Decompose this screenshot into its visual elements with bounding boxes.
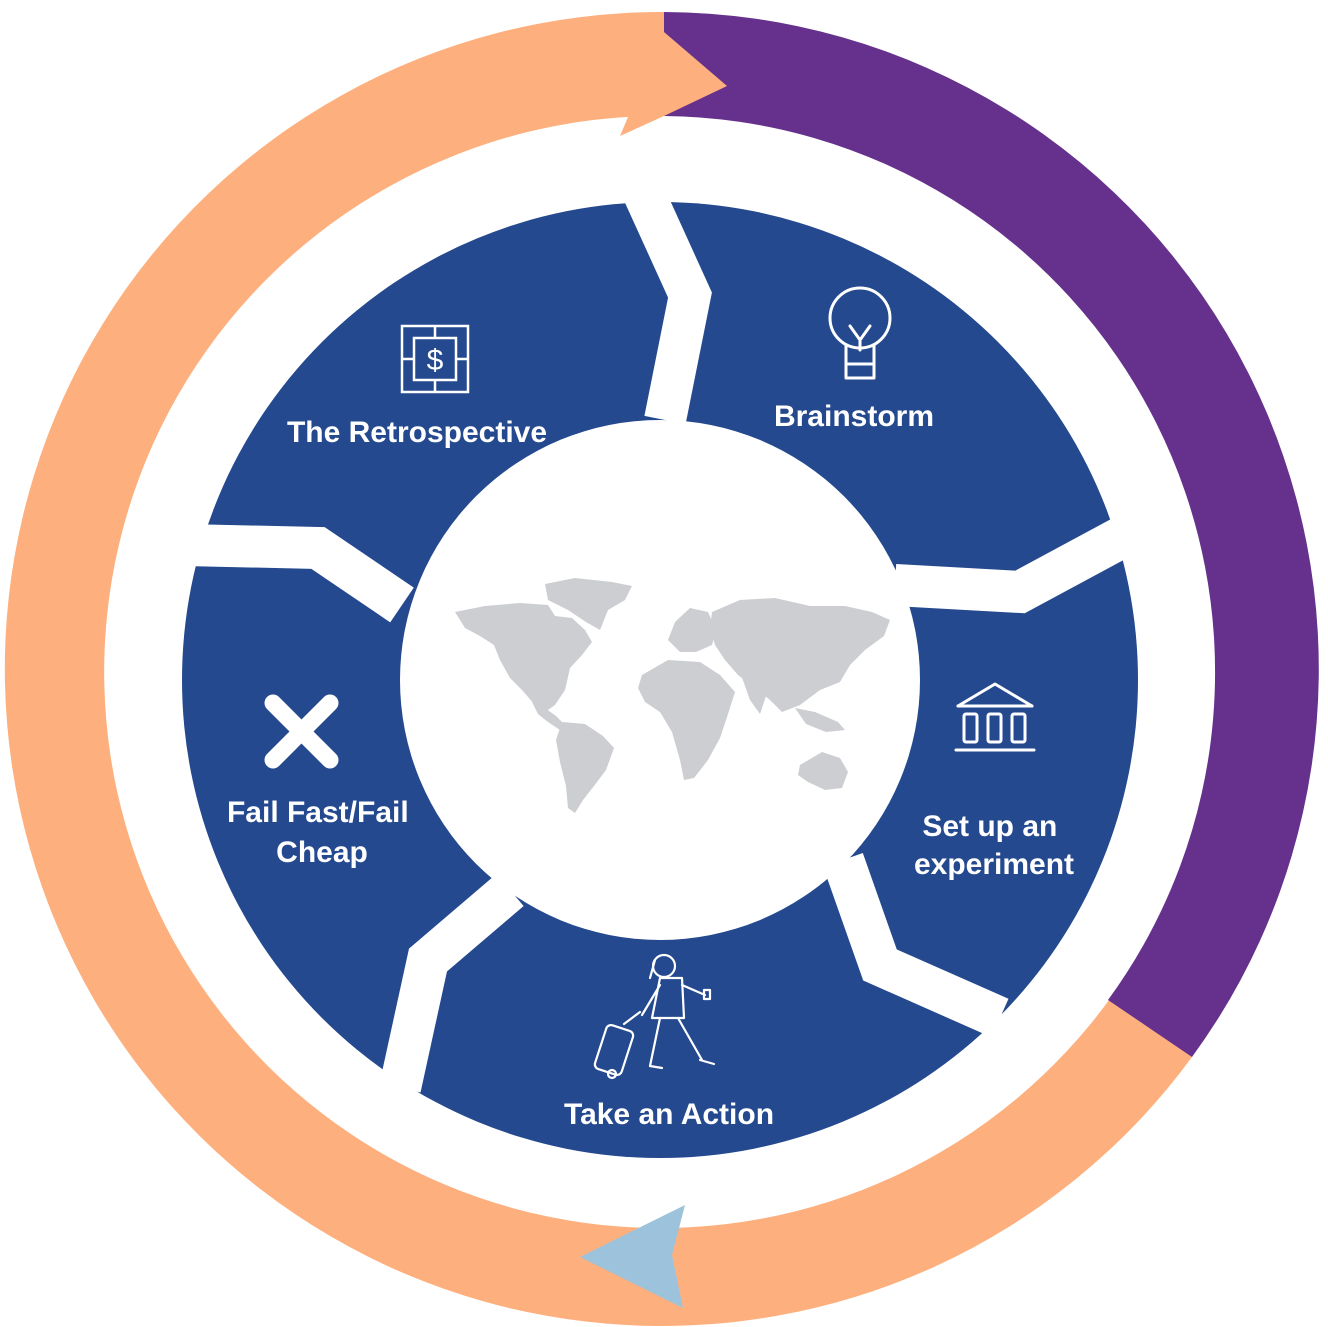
outer-ring-purple-arc [664,12,1319,1057]
separator-left [184,524,414,623]
map-north-america [455,603,592,712]
label-set-up-experiment: Set up an experiment [914,810,1074,881]
separator-top [620,176,712,425]
traveler-with-luggage-icon [593,953,716,1080]
separator-right [893,511,1145,614]
dollar-symbol: $ [427,344,444,377]
building-columns-icon [954,682,1036,752]
label-take-an-action: Take an Action [564,1098,774,1131]
label-brainstorm: Brainstorm [774,400,934,433]
dollar-puzzle-icon: $ [400,324,470,394]
cycle-labels: Brainstorm Set up an experiment Take an … [227,400,1074,1131]
map-south-asia [740,668,768,714]
orange-arrowhead [620,32,727,136]
label-fail-fast: Fail Fast/Fail Cheap [227,796,417,869]
light-blue-arrowhead [580,1205,685,1308]
map-southeast-asia-islands [795,708,845,732]
label-retrospective: The Retrospective [287,416,547,449]
separator-bottom-left [379,874,524,1093]
separator-bottom-right [823,853,1009,1038]
world-map-icon [455,578,890,813]
map-africa [638,660,735,780]
x-mark-icon [264,694,339,769]
outer-ring [4,11,1319,1326]
map-central-america [532,702,566,730]
map-australia [798,752,848,790]
segment-separators [184,176,1145,1093]
map-europe [668,608,716,652]
map-greenland [545,578,632,630]
lightbulb-icon [828,286,892,380]
map-south-america [556,722,614,813]
